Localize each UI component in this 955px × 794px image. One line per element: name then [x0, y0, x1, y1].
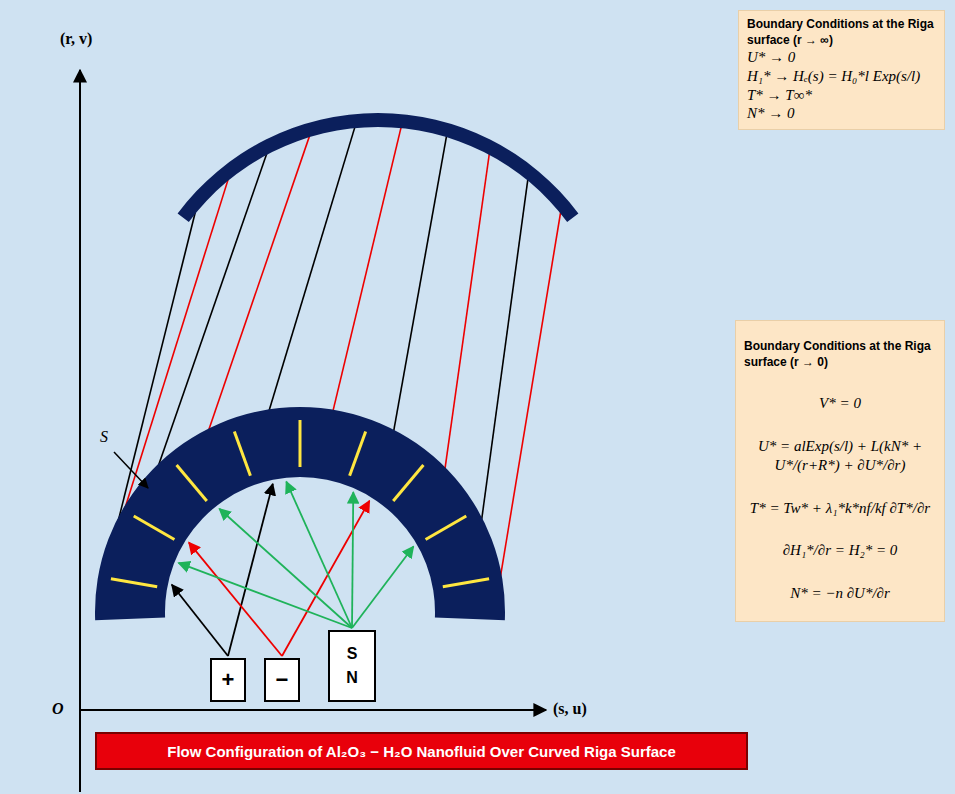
r-axis	[79, 70, 81, 792]
s-axis	[80, 709, 546, 711]
electrode-strip	[177, 465, 207, 501]
source-arrow	[228, 484, 273, 656]
field-line	[332, 127, 401, 414]
magnet-box: S N	[328, 630, 376, 702]
pole-label: −	[276, 669, 289, 691]
surface-label: S	[100, 428, 108, 446]
boundary-box: Boundary Conditions at the Riga surface …	[735, 320, 945, 622]
box-heading: Boundary Conditions at the Riga surface …	[747, 17, 936, 48]
origin-label: O	[52, 700, 64, 718]
equation: N* → 0	[747, 104, 936, 123]
title: Flow Configuration of Al₂O₃ − H₂O Nanofl…	[167, 743, 676, 760]
title-bar: Flow Configuration of Al₂O₃ − H₂O Nanofl…	[95, 732, 748, 770]
axis-label: (s, u)	[553, 700, 587, 718]
electrode-box: +	[210, 658, 246, 702]
equation: H₁* → Hₑ(s) = H₀*l Exp(s/l)	[747, 67, 936, 86]
axes	[80, 70, 546, 792]
equation: T* = Tw* + λ₁*k*nf/kf ∂T*/∂r	[744, 499, 936, 518]
electrode-strip	[234, 432, 250, 476]
electrode-strip	[299, 420, 302, 467]
surfaces	[95, 113, 578, 620]
field-line	[444, 154, 489, 474]
boundary-box: Boundary Conditions at the Riga surface …	[738, 10, 945, 130]
equation: ∂H₁*/∂r = H₂* = 0	[744, 541, 936, 560]
equation: U* = alExp(s/l) + L(kN* + U*/(r+R*) + ∂U…	[744, 437, 936, 475]
box-heading: Boundary Conditions at the Riga surface …	[744, 339, 936, 370]
field-line	[499, 212, 561, 588]
equation: U* → 0	[747, 48, 936, 67]
equation: V* = 0	[744, 394, 936, 413]
electrode-strip	[134, 516, 175, 540]
electrode-strip	[350, 432, 366, 476]
source-arrow	[219, 509, 352, 628]
pole-label: S N	[344, 642, 360, 690]
source-arrow	[172, 585, 228, 656]
field-line	[481, 179, 528, 526]
source-arrow	[352, 547, 413, 629]
electrode-strip	[111, 579, 157, 587]
field-line	[393, 136, 447, 435]
electrode-box: −	[264, 658, 300, 702]
s-pointer	[114, 452, 148, 488]
equation: T* → T∞*	[747, 86, 936, 105]
source-arrow	[179, 563, 352, 628]
pole-label: +	[222, 669, 235, 691]
source-arrows	[172, 482, 414, 656]
electrode-strip	[443, 579, 489, 587]
equation: N* = −n ∂U*/∂r	[744, 584, 936, 603]
electrode-strip	[426, 516, 467, 540]
electrode-strip	[393, 465, 423, 501]
source-arrow	[189, 543, 282, 656]
source-arrow	[286, 482, 352, 628]
outer-arc	[178, 113, 579, 222]
source-arrow	[352, 492, 353, 628]
axis-label: (r, v)	[60, 30, 92, 48]
